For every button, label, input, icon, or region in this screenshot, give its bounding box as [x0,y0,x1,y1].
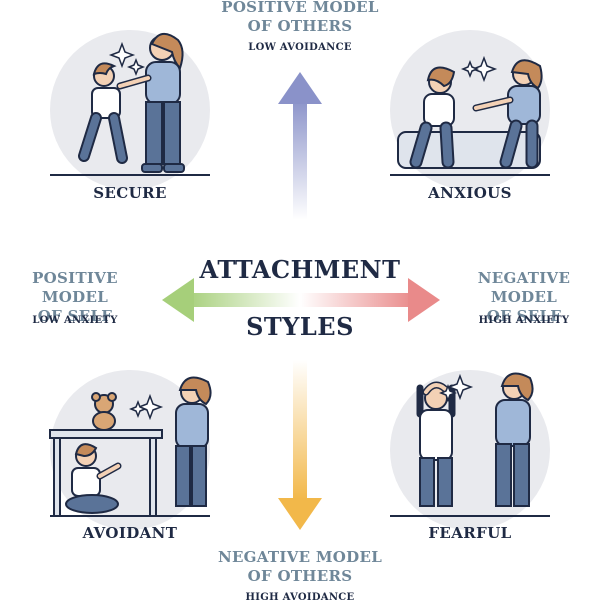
sparkle-icon [438,373,474,403]
bottom-axis-title: NEGATIVE MODEL OF OTHERS [200,548,400,586]
quadrant-label-fearful: FEARFUL [428,524,512,542]
fearful-illustration [390,370,550,530]
top-axis-line1: POSITIVE MODEL [221,0,379,16]
right-axis-subtitle: HIGH ANXIETY [478,315,570,326]
bottom-axis-line1: NEGATIVE MODEL [217,548,383,566]
left-axis-subtitle: LOW ANXIETY [32,315,118,326]
top-axis-title: POSITIVE MODEL OF OTHERS [200,0,400,36]
main-title-line2: STYLES [246,312,354,341]
top-axis-subtitle: LOW AVOIDANCE [248,42,352,53]
adult-figure [175,376,212,507]
top-axis-line2: OF OTHERS [247,17,353,35]
right-axis-title: NEGATIVE MODEL OF SELF [448,269,600,326]
avoidant-illustration [49,370,212,530]
bottom-axis-subtitle: HIGH AVOIDANCE [245,592,355,603]
secure-illustration [50,30,210,190]
bottom-axis-line2: OF OTHERS [247,567,353,585]
child-figure [78,62,128,164]
adult-figure [116,33,185,173]
sparkle-icon [460,55,498,83]
left-axis-line1: POSITIVE MODEL [32,269,118,306]
quadrant-label-anxious: ANXIOUS [428,184,512,202]
sparkle-icon [128,393,164,421]
quadrant-label-avoidant: AVOIDANT [82,524,178,542]
quadrant-label-secure: SECURE [93,184,167,202]
arrow-up [278,72,322,220]
right-axis-line2: OF SELF [486,307,562,325]
sparkle-icon [108,41,146,77]
main-title-line1: ATTACHMENT [199,255,401,284]
person-right [472,59,543,169]
person-right [495,372,534,507]
arrow-down [278,360,322,530]
anxious-illustration [390,30,550,190]
person-left [409,66,456,169]
child-figure [65,443,122,514]
arrow-left [162,278,300,322]
right-axis-line1: NEGATIVE MODEL [477,269,571,306]
teddy-bear-icon [91,392,117,431]
arrow-right [300,278,440,322]
left-axis-line2: OF SELF [37,307,113,325]
left-axis-title: POSITIVE MODEL OF SELF [0,269,150,326]
